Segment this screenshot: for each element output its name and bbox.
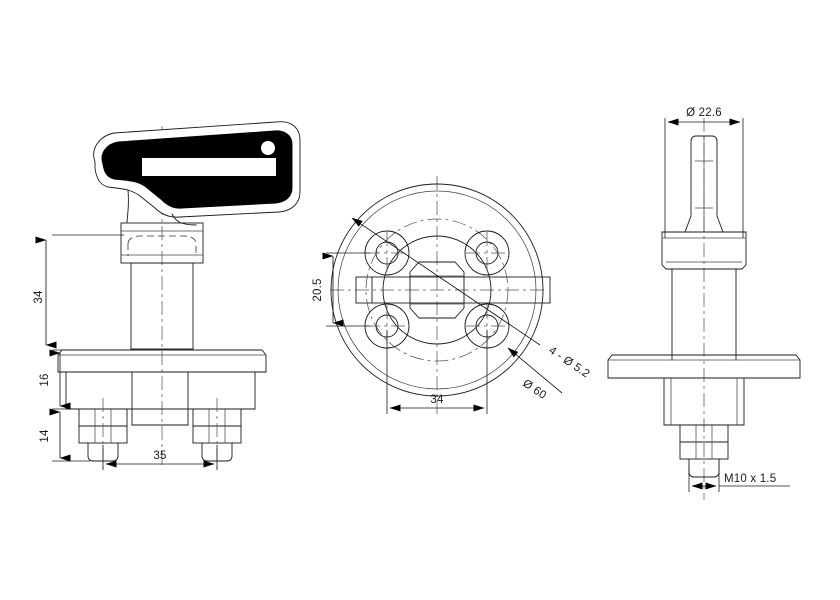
hole-ur-boss bbox=[464, 230, 510, 276]
spigot-profile bbox=[684, 135, 724, 233]
key-stem-left-edge bbox=[126, 189, 129, 223]
mounting-flange-side bbox=[607, 354, 801, 379]
dim-34-height: 34 bbox=[33, 234, 124, 349]
key-spigot-side bbox=[684, 135, 724, 233]
mounting-hole-upper-right bbox=[464, 230, 510, 276]
dim-226-label: Ø 22.6 bbox=[686, 107, 722, 119]
switch-barrel bbox=[130, 262, 194, 350]
leader-hole-line bbox=[351, 217, 541, 346]
mounting-hole-upper-left bbox=[364, 230, 410, 276]
switch-knob-side bbox=[661, 231, 747, 270]
dim-34-label: 34 bbox=[33, 290, 45, 304]
key-slot-profile bbox=[409, 261, 465, 319]
dim-thread-label: M10 x 1.5 bbox=[724, 473, 776, 485]
dim-34bc-label: 34 bbox=[430, 394, 444, 406]
central-boss-circle bbox=[382, 235, 492, 345]
switch-barrel-side bbox=[671, 268, 737, 361]
dim-35-width: 35 bbox=[102, 445, 218, 470]
key-handle-slot bbox=[142, 158, 276, 176]
dim-35-label: 35 bbox=[153, 450, 166, 462]
key-handle bbox=[93, 121, 301, 226]
dim-16-label: 16 bbox=[39, 373, 51, 386]
key-handle-hole bbox=[261, 141, 275, 155]
view-front-elevation: 34 16 14 35 bbox=[33, 121, 301, 470]
lever-bar-body bbox=[355, 276, 551, 304]
stud-nut-lower bbox=[679, 441, 729, 460]
dim-14-height: 14 bbox=[39, 408, 90, 462]
lever-bar-plan bbox=[355, 276, 551, 304]
dim-34-bolt-circle: 34 bbox=[386, 330, 488, 414]
knob-hidden-profile bbox=[127, 235, 197, 256]
knob-side-outer bbox=[661, 231, 747, 270]
dim-20p5: 20.5 bbox=[312, 252, 370, 327]
dim-22p6-diameter: Ø 22.6 bbox=[664, 107, 744, 238]
bolt-circle bbox=[365, 218, 509, 362]
dim-14-label: 14 bbox=[39, 429, 51, 443]
leader-od-line bbox=[507, 347, 563, 394]
view-side-elevation: Ø 22.6 M10 x 1.5 bbox=[607, 107, 801, 500]
key-stem-right-edge bbox=[171, 213, 197, 226]
dim-205-label: 20.5 bbox=[312, 278, 324, 301]
dim-thread: M10 x 1.5 bbox=[688, 462, 790, 492]
barrel-body bbox=[130, 262, 194, 350]
